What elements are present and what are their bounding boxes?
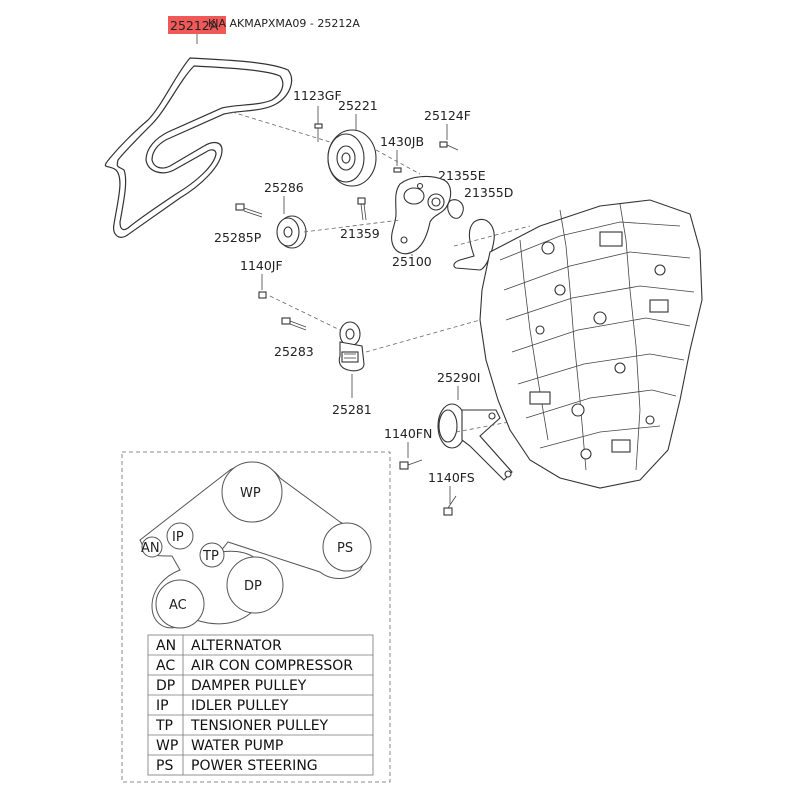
legend-name-an: ALTERNATOR (191, 638, 282, 654)
pulley-tp-label: TP (202, 549, 219, 564)
pulley-tp[interactable] (199, 542, 225, 568)
callout-21355e[interactable]: 21355E (438, 168, 486, 183)
callout-25286[interactable]: 25286 (264, 180, 304, 195)
bracket-25290i[interactable] (437, 403, 513, 481)
bolt-25283[interactable] (281, 317, 307, 331)
highlight-box (168, 16, 226, 34)
bolt-1140fn[interactable] (399, 459, 423, 470)
water-pump-25100[interactable] (391, 175, 452, 255)
legend-code-ip: IP (156, 698, 169, 714)
legend-code-wp: WP (156, 738, 178, 754)
legend-code-an: AN (156, 638, 176, 654)
callout-25283[interactable]: 25283 (274, 344, 314, 359)
pulley-ip[interactable] (166, 522, 194, 550)
gasket-21355e[interactable] (447, 199, 464, 219)
pulley-dp[interactable] (226, 556, 284, 614)
pulley-ac-label: AC (169, 598, 187, 613)
callout-25221[interactable]: 25221 (338, 98, 378, 113)
pulley-ps-label: PS (337, 541, 353, 556)
assembly-line (365, 319, 481, 353)
assembly-line (231, 111, 331, 143)
pulley-wp-label: WP (240, 486, 261, 501)
assembly-line (269, 295, 341, 331)
legend-code-ac: AC (156, 658, 175, 674)
legend-code-tp: TP (155, 718, 173, 734)
legend-code-ps: PS (156, 758, 173, 774)
idler-pulley-25286[interactable] (276, 215, 307, 249)
schematic-frame (121, 451, 391, 783)
legend-name-ac: AIR CON COMPRESSOR (191, 658, 353, 674)
callout-25290i[interactable]: 25290I (437, 370, 480, 385)
callout-21359[interactable]: 21359 (340, 226, 380, 241)
bolt-21359[interactable] (357, 197, 367, 221)
assembly-line (375, 149, 421, 175)
callout-1123gf[interactable]: 1123GF (293, 88, 342, 103)
callout-25100[interactable]: 25100 (392, 254, 432, 269)
tensioner-25281[interactable] (338, 321, 365, 372)
bolt-25124f[interactable] (439, 141, 459, 151)
pin-1430jb[interactable] (393, 167, 402, 173)
water-pump-pulley-25221[interactable] (327, 129, 377, 187)
bolt-25285p[interactable] (235, 203, 263, 218)
pulley-an[interactable] (141, 536, 163, 558)
legend-table: AN ALTERNATOR AC AIR CON COMPRESSOR DP DAMPER… (147, 634, 374, 776)
legend-name-ip: IDLER PULLEY (191, 698, 289, 714)
callout-25285p[interactable]: 25285P (214, 230, 262, 245)
legend-name-dp: DAMPER PULLEY (191, 678, 307, 694)
bolt-1140jf[interactable] (258, 291, 267, 299)
callout-1430jb[interactable]: 1430JB (380, 134, 424, 149)
pulley-wp[interactable] (221, 461, 283, 523)
assembly-line (303, 219, 401, 233)
legend-name-tp: TENSIONER PULLEY (190, 718, 329, 734)
diagram-title: KIA AKMAPXMA09 - 25212A (208, 17, 360, 30)
legend-name-ps: POWER STEERING (191, 758, 318, 774)
callout-25124f[interactable]: 25124F (424, 108, 471, 123)
pulley-ip-label: IP (172, 530, 184, 545)
bolt-1123gf[interactable] (314, 106, 323, 142)
legend-code-dp: DP (156, 678, 175, 694)
callout-1140jf[interactable]: 1140JF (240, 258, 283, 273)
callout-1140fs[interactable]: 1140FS (428, 470, 475, 485)
legend-name-wp: WATER PUMP (191, 738, 283, 754)
gasket-21355d[interactable] (453, 218, 495, 271)
drive-belt[interactable] (104, 57, 293, 238)
pulley-dp-label: DP (244, 579, 262, 594)
bolt-1140fs[interactable] (443, 495, 457, 516)
pulley-ps[interactable] (322, 522, 372, 572)
pulley-ac[interactable] (155, 579, 205, 629)
assembly-line (453, 225, 531, 247)
assembly-line (455, 419, 521, 433)
pulley-an-label: AN (141, 541, 160, 556)
callout-21355d[interactable]: 21355D (464, 185, 513, 200)
callout-25212a[interactable]: 25212A (170, 18, 219, 33)
callout-1140fn[interactable]: 1140FN (384, 426, 432, 441)
callout-25281[interactable]: 25281 (332, 402, 372, 417)
engine-block (479, 199, 703, 489)
